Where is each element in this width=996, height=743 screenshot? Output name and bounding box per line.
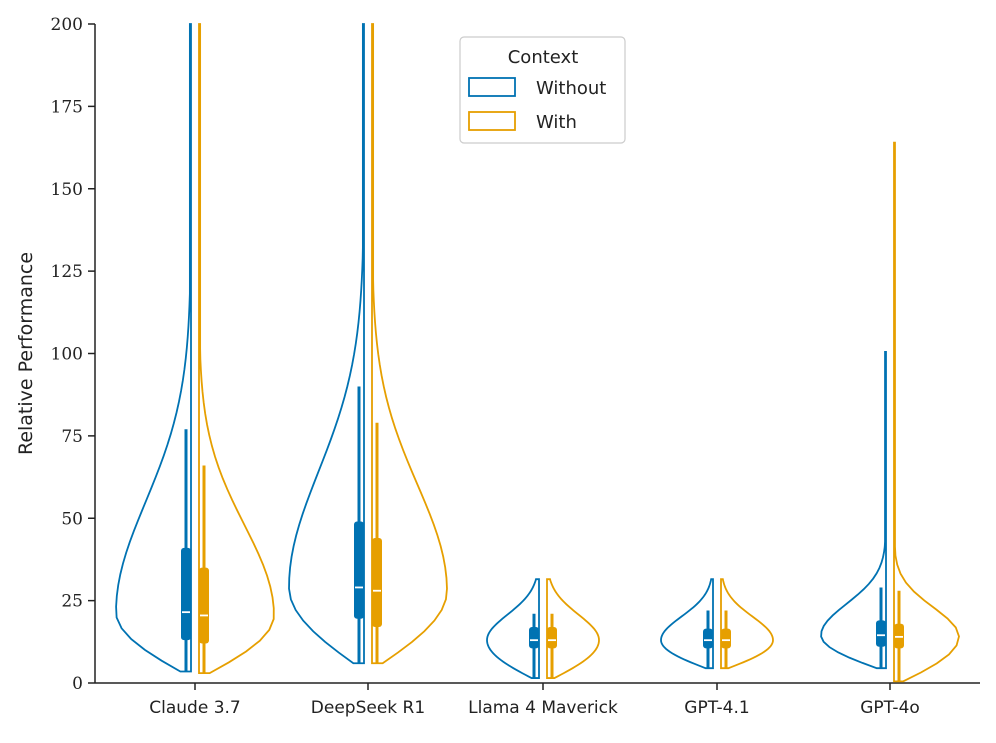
x-tick-label: Llama 4 Maverick — [468, 698, 618, 718]
violin-with-0 — [198, 23, 275, 675]
iqr-box-with-3 — [721, 628, 731, 649]
legend-swatch-with — [468, 111, 516, 131]
x-tick-label: DeepSeek R1 — [311, 698, 425, 718]
violin-with-2 — [546, 578, 600, 679]
violin-with-3 — [720, 578, 774, 670]
iqr-box-with-1 — [372, 538, 382, 627]
iqr-box-without-0 — [181, 547, 191, 641]
y-tick-label: 75 — [61, 427, 83, 447]
legend-label-without: Without — [536, 78, 606, 99]
violin-without-4 — [820, 350, 887, 670]
legend-frame — [459, 36, 626, 144]
iqr-box-with-0 — [199, 567, 209, 644]
violin-with-1 — [371, 23, 448, 665]
legend-swatch-without — [468, 77, 516, 97]
violin-without-2 — [486, 578, 540, 679]
iqr-box-with-2 — [547, 626, 557, 649]
y-tick-label: 200 — [51, 15, 83, 35]
iqr-box-without-3 — [703, 628, 713, 649]
violin-without-1 — [288, 23, 365, 665]
y-tick-label: 25 — [61, 592, 83, 612]
legend-label-with: With — [536, 112, 577, 133]
x-tick-label: Claude 3.7 — [149, 698, 240, 718]
iqr-box-without-4 — [876, 620, 886, 647]
y-tick-label: 175 — [51, 97, 83, 117]
violin-without-3 — [660, 578, 714, 670]
x-tick-label: GPT-4.1 — [684, 698, 749, 718]
y-tick-label: 50 — [61, 509, 83, 529]
y-tick-label: 125 — [51, 262, 83, 282]
violin-without-0 — [115, 23, 192, 673]
violin-with-4 — [893, 141, 960, 683]
violins — [115, 23, 960, 683]
y-tick-label: 100 — [51, 345, 83, 365]
iqr-box-without-1 — [354, 521, 364, 619]
y-axis-title: Relative Performance — [15, 252, 37, 455]
y-tick-label: 150 — [51, 180, 83, 200]
legend-title: Context — [508, 47, 579, 68]
y-tick-label: 0 — [72, 674, 83, 694]
x-tick-label: GPT-4o — [860, 698, 920, 718]
iqr-box-without-2 — [529, 626, 539, 649]
